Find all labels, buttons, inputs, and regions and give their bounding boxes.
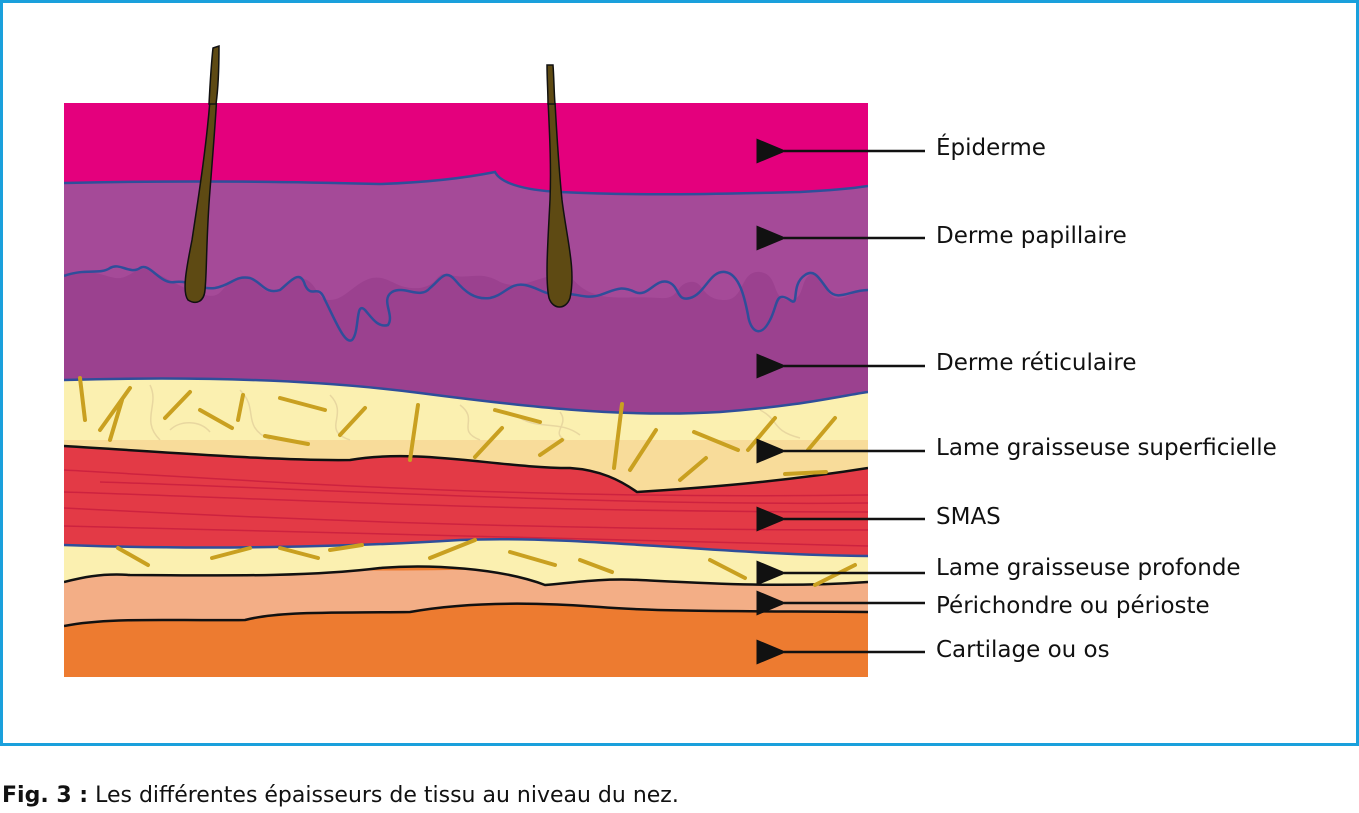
label-deep-fat: Lame graisseuse profonde [936, 555, 1241, 581]
label-reticular-dermis: Derme réticulaire [936, 350, 1137, 376]
label-cartilage: Cartilage ou os [936, 637, 1110, 663]
caption-text: Les différentes épaisseurs de tissu au n… [95, 783, 679, 808]
figure-caption: Fig. 3 : Les différentes épaisseurs de t… [2, 783, 679, 808]
skin-layers-diagram: Épiderme Derme papillaire Derme réticula… [0, 0, 1359, 746]
label-perichondrium: Périchondre ou périoste [936, 593, 1210, 619]
caption-prefix: Fig. 3 : [2, 783, 88, 808]
label-papillary-dermis: Derme papillaire [936, 223, 1127, 249]
hair-tip-right [547, 65, 555, 104]
label-smas: SMAS [936, 504, 1001, 530]
label-superficial-fat: Lame graisseuse superficielle [936, 435, 1277, 461]
label-epidermis: Épiderme [936, 133, 1046, 161]
hair-tip-left [209, 46, 219, 104]
